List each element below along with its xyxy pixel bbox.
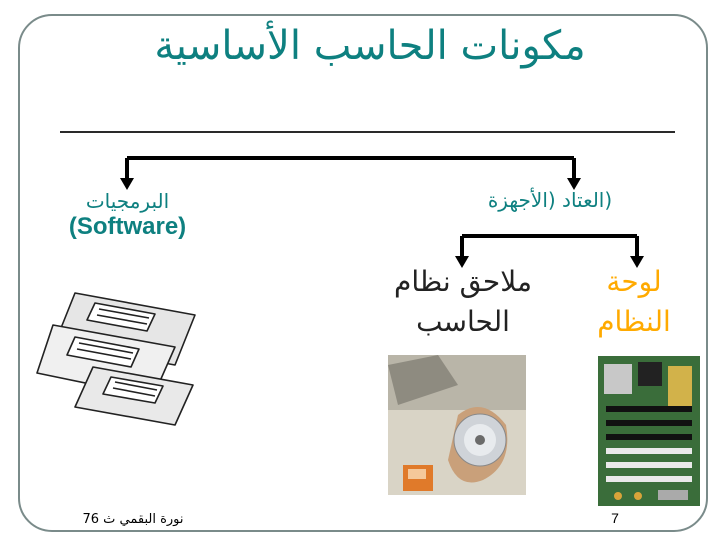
hardware-label: (العتاد (الأجهزة <box>487 188 613 212</box>
title-underline <box>60 131 675 133</box>
peripherals-line1: ملاحق نظام <box>394 265 532 298</box>
floppy-disks-image <box>36 292 196 426</box>
motherboard-image <box>598 356 700 506</box>
footer-author: نورة البقمي ث 76 <box>82 512 184 527</box>
software-label-group: البرمجيات (Software) <box>40 188 215 240</box>
cd-in-hand-image <box>388 355 526 495</box>
page-number: 7 <box>611 510 619 526</box>
peripherals-line2: الحاسب <box>416 305 510 338</box>
slide-frame <box>18 14 708 532</box>
software-label: البرمجيات <box>85 189 170 213</box>
software-label-en: (Software) <box>68 213 187 240</box>
system-board-line2: النظام <box>597 305 671 338</box>
slide-title: مكونات الحاسب الأساسية <box>154 23 586 69</box>
system-board-line1: لوحة <box>606 265 662 298</box>
peripherals-label: ملاحق نظام الحاسب <box>378 262 548 342</box>
system-board-label: لوحة النظام <box>578 262 690 342</box>
